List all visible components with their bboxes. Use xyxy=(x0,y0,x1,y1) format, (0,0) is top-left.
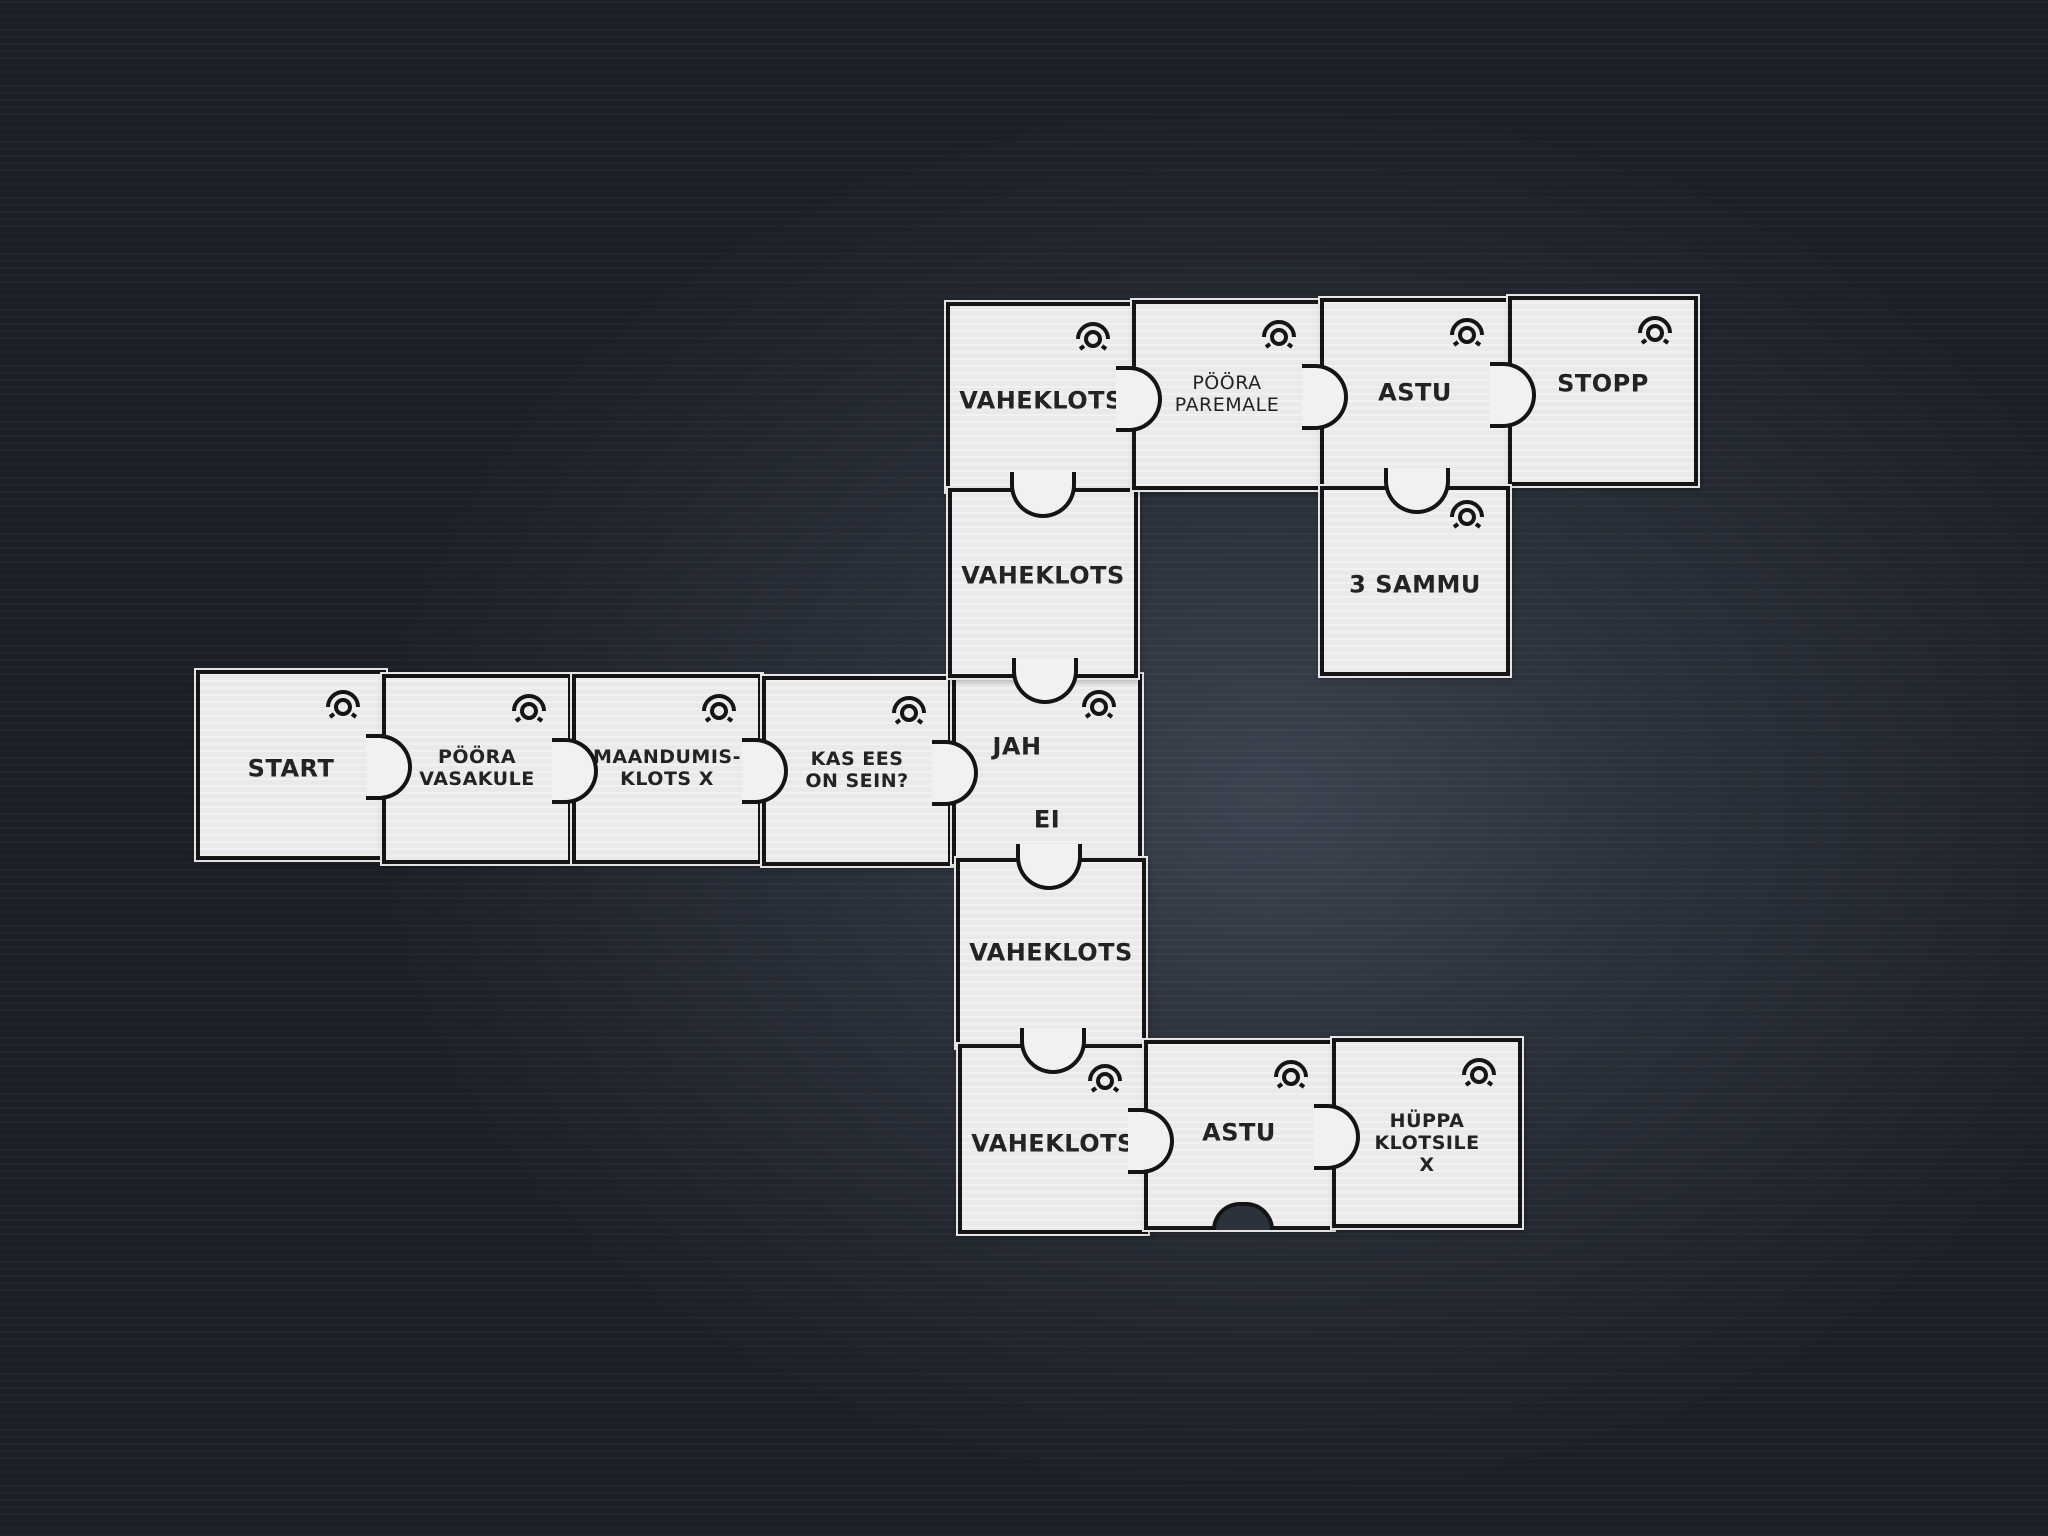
sensor-icon xyxy=(1450,500,1484,529)
sensor-icon xyxy=(1638,316,1672,345)
tile-label: 3 SAMMU xyxy=(1349,570,1481,599)
tile-start[interactable]: START xyxy=(196,670,412,860)
tile-vaheklots-top[interactable]: VAHEKLOTS xyxy=(946,302,1162,518)
tile-label: HÜPPA KLOTSILE X xyxy=(1374,1110,1480,1176)
sensor-icon xyxy=(1262,320,1296,349)
tile-3-sammu[interactable]: 3 SAMMU xyxy=(1320,486,1510,676)
tile-label: VAHEKLOTS xyxy=(969,938,1133,967)
sensor-icon xyxy=(1450,318,1484,347)
sensor-icon xyxy=(1082,690,1116,719)
sensor-icon xyxy=(892,696,926,725)
tile-jah-ei[interactable]: JAH EI xyxy=(952,674,1142,890)
tile-label-jah: JAH xyxy=(992,732,1042,761)
tile-label: ASTU xyxy=(1202,1118,1276,1147)
tile-label: VAHEKLOTS xyxy=(961,561,1125,590)
tile-label: VAHEKLOTS xyxy=(959,386,1123,415)
sensor-icon xyxy=(1076,322,1110,351)
tile-tab xyxy=(366,734,412,800)
tile-label: MAANDUMIS- KLOTS X xyxy=(593,746,741,790)
sensor-icon xyxy=(326,690,360,719)
tile-maandumisklots[interactable]: MAANDUMIS- KLOTS X xyxy=(572,674,788,864)
sensor-icon xyxy=(1462,1058,1496,1087)
tile-label: KAS EES ON SEIN? xyxy=(805,748,909,792)
tile-huppa-klotsile[interactable]: HÜPPA KLOTSILE X xyxy=(1332,1038,1522,1228)
tile-stopp[interactable]: STOPP xyxy=(1508,296,1698,486)
sensor-icon xyxy=(702,694,736,723)
sensor-icon xyxy=(1088,1064,1122,1093)
tile-label-ei: EI xyxy=(1033,805,1061,834)
tile-label: STOPP xyxy=(1557,369,1649,398)
tile-kas-ees-on-sein[interactable]: KAS EES ON SEIN? xyxy=(762,676,978,866)
sensor-icon xyxy=(1274,1060,1308,1089)
tile-label: VAHEKLOTS xyxy=(971,1129,1135,1158)
sensor-icon xyxy=(512,694,546,723)
tile-astu-top[interactable]: ASTU xyxy=(1320,298,1536,514)
tile-label: ASTU xyxy=(1378,378,1452,407)
tile-label: START xyxy=(247,754,335,783)
tile-vaheklots-second[interactable]: VAHEKLOTS xyxy=(948,488,1138,704)
tile-poora-vasakule[interactable]: PÖÖRA VASAKULE xyxy=(382,674,598,864)
tile-label: PÖÖRA VASAKULE xyxy=(419,746,535,790)
tile-notch xyxy=(1212,1202,1274,1230)
tile-label: PÖÖRA PAREMALE xyxy=(1174,372,1280,416)
